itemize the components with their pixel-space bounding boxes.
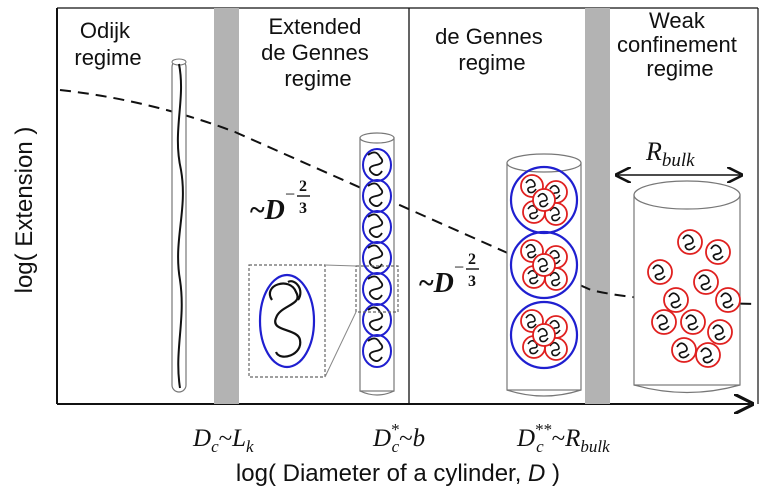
subblob-circle <box>671 337 697 363</box>
subblob-circle <box>715 287 741 313</box>
chain-segment <box>549 341 561 357</box>
chain-segment <box>537 327 549 343</box>
chain-segment <box>537 192 549 208</box>
degennes-cylinder <box>506 153 582 397</box>
scaling-exp-num: 2 <box>299 178 307 195</box>
scaling-exp-den: 3 <box>468 273 476 290</box>
subblob-circle <box>532 188 556 212</box>
chain-segment <box>527 339 539 355</box>
subblob-circle <box>705 239 731 265</box>
odijk-cylinder <box>171 58 187 393</box>
chain-segment <box>525 243 537 259</box>
subblob-circle <box>651 309 677 335</box>
chain-segment <box>700 347 714 364</box>
subblob-circle <box>647 259 673 285</box>
chain-segment <box>367 213 384 238</box>
regime-line: Extended <box>268 14 361 39</box>
scaling-exp-sign: − <box>454 257 464 277</box>
chain-segment <box>367 151 384 176</box>
boundary-band-dc-double-star <box>585 8 610 404</box>
boundary-band-dc <box>214 8 239 404</box>
chain-segment <box>656 314 670 331</box>
chain-segment <box>668 292 682 309</box>
chain-segment <box>549 271 561 287</box>
regime-line: de Gennes <box>435 24 543 49</box>
chain-segment <box>367 337 384 362</box>
regime-label-extended: Extended de Gennes regime <box>261 14 375 91</box>
bulk-cylinder <box>633 180 741 394</box>
regime-label-weak: Weak confinement regime <box>617 8 743 81</box>
chain-segment <box>525 178 537 194</box>
scaling-exp-den: 3 <box>299 200 307 217</box>
regime-line: regime <box>646 56 713 81</box>
bulk-label-sub: bulk <box>662 150 695 171</box>
chain-segment <box>682 234 696 251</box>
y-axis-label: log( Extension ) <box>11 127 38 294</box>
scaling-label-extended: ~D − 2 3 <box>250 178 310 226</box>
chain-segment <box>527 269 539 285</box>
chain-segment <box>698 274 712 291</box>
subblob-circle <box>680 309 706 335</box>
regime-line: de Gennes <box>261 40 369 65</box>
extended-cylinder <box>355 132 399 396</box>
subblob-circle <box>677 229 703 255</box>
chain-segment <box>527 204 539 220</box>
subblob-circle <box>707 319 733 345</box>
chain-segment <box>652 264 666 281</box>
regime-line: Odijk <box>80 18 131 43</box>
chain-segment <box>685 314 699 331</box>
bulk-label-base: R <box>645 137 662 166</box>
regime-label-degennes: de Gennes regime <box>435 24 549 75</box>
subblob-circle <box>695 342 721 368</box>
subblob-circle <box>532 253 556 277</box>
subblob-circle <box>693 269 719 295</box>
scaling-exp-sign: − <box>285 184 295 204</box>
regime-line: Weak <box>649 8 706 33</box>
chain-segment <box>537 257 549 273</box>
zoom-inset <box>248 264 357 378</box>
chain-segment <box>676 342 690 359</box>
svg-text:~D: ~D <box>250 195 285 226</box>
x-axis-label: log( Diameter of a cylinder, D ) <box>236 460 560 487</box>
blob-circle <box>509 300 579 370</box>
blob-circle <box>509 230 579 300</box>
scaling-prefix: ~ <box>250 195 265 226</box>
chain-segment <box>710 244 724 261</box>
regime-line: confinement <box>617 32 737 57</box>
regime-line: regime <box>284 66 351 91</box>
blob-ellipse <box>362 334 392 368</box>
chain-segment <box>712 324 726 341</box>
boundary-label-dc-star: D*c~b <box>372 420 425 456</box>
bulk-label: Rbulk <box>645 137 695 171</box>
chain-segment <box>367 182 384 207</box>
chain-segment <box>549 206 561 222</box>
scaling-base: D <box>264 195 285 226</box>
regime-label-odijk: Odijk regime <box>74 18 141 70</box>
scaling-prefix: ~ <box>419 268 434 299</box>
regime-line: regime <box>458 50 525 75</box>
svg-text:~D: ~D <box>419 268 454 299</box>
zoom-source-box <box>355 265 399 313</box>
subblob-circle <box>663 287 689 313</box>
scaling-label-degennes: ~D − 2 3 <box>419 251 479 299</box>
boundary-label-dc: Dc~Lk <box>192 425 254 456</box>
scaling-exp-num: 2 <box>468 251 476 268</box>
regime-line: regime <box>74 45 141 70</box>
scaling-base: D <box>433 268 454 299</box>
boundary-label-dc-double-star: D**c~Rbulk <box>516 420 610 456</box>
chain-segment <box>720 292 734 309</box>
chain-segment <box>525 313 537 329</box>
subblob-circle <box>532 323 556 347</box>
chain-segment <box>367 306 384 331</box>
chain-segment <box>367 275 384 300</box>
chain-segment <box>367 244 384 269</box>
